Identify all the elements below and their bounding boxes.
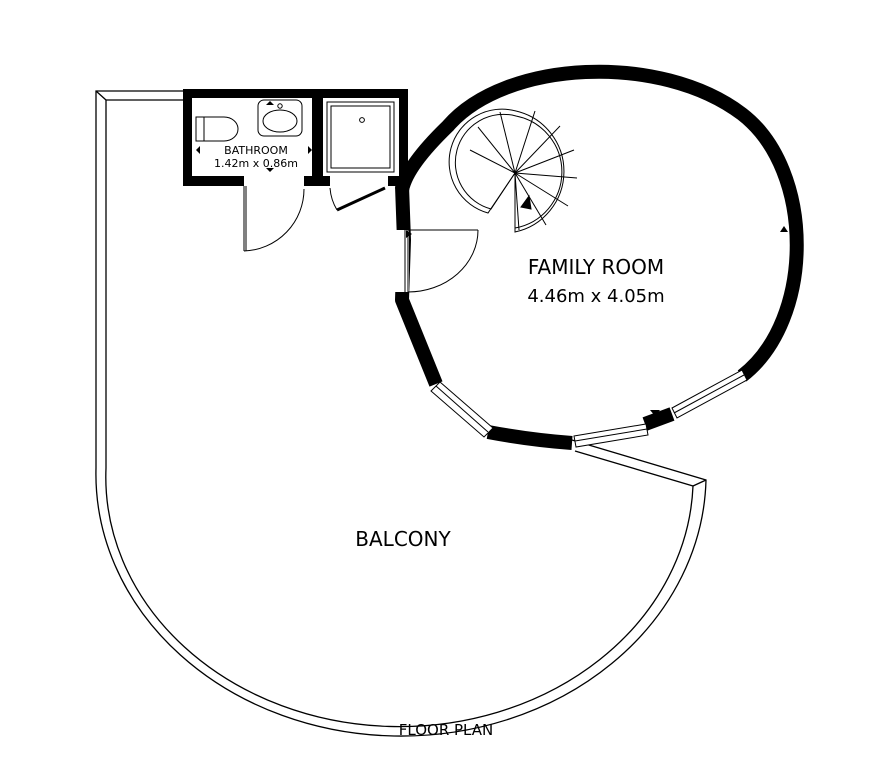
family-room-wall — [642, 407, 675, 431]
direction-arrow — [780, 226, 788, 232]
shower-door — [329, 186, 386, 212]
bathroom — [183, 89, 408, 252]
dimension-arrow — [196, 146, 200, 154]
balcony-outer-wall — [95, 90, 707, 737]
bathroom-name: BATHROOM — [224, 144, 288, 157]
direction-arrow — [406, 230, 412, 238]
dimension-arrow — [308, 146, 312, 154]
family-room-door — [404, 229, 479, 293]
family-room-door-gap — [395, 230, 409, 292]
family-room-wall — [395, 64, 804, 382]
family-room-name: FAMILY ROOM — [528, 255, 664, 279]
window — [430, 381, 494, 438]
toilet-icon — [195, 116, 239, 142]
balcony — [95, 90, 707, 737]
window — [573, 423, 649, 448]
basin-icon — [257, 99, 303, 137]
window — [671, 369, 748, 419]
direction-arrow — [650, 410, 660, 416]
spiral-staircase-icon — [448, 108, 578, 233]
dimension-arrow — [266, 101, 274, 105]
family-room-wall — [486, 425, 573, 450]
family-room-dimensions: 4.46m x 4.05m — [527, 286, 664, 307]
stair-arrow-icon — [520, 194, 532, 210]
bathroom-door-gap — [244, 176, 304, 186]
dimension-arrow — [266, 168, 274, 172]
shower-tray-icon — [326, 101, 395, 173]
family-room — [395, 64, 804, 450]
balcony-name: BALCONY — [355, 527, 451, 551]
balcony-end-cap — [95, 90, 107, 101]
shower-door-gap — [330, 176, 388, 186]
balcony-inner-wall — [105, 99, 694, 728]
floor-plan-caption: FLOOR PLAN — [399, 721, 493, 739]
bathroom-dimensions: 1.42m x 0.86m — [214, 157, 298, 170]
bathroom-door — [243, 186, 305, 252]
balcony-end-cap — [692, 479, 707, 487]
